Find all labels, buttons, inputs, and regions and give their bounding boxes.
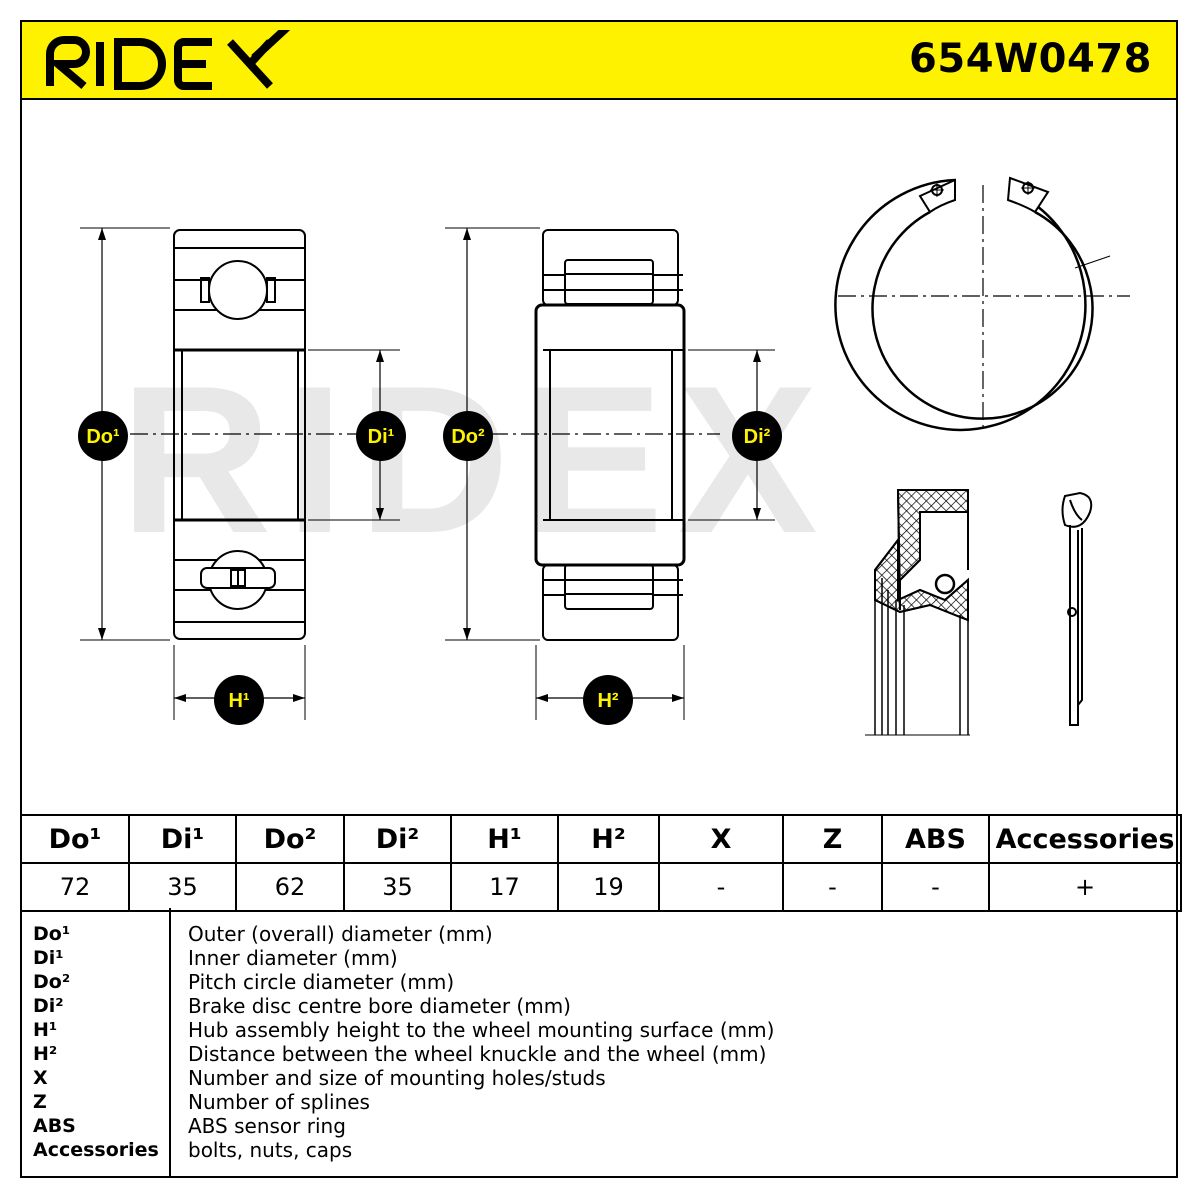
legend-desc: Outer (overall) diameter (mm) [188,922,493,946]
technical-drawing: RIDEX [78,176,1130,736]
legend-descriptions: Outer (overall) diameter (mm) Inner diam… [188,922,774,1162]
svg-text:Do¹: Do¹ [86,426,120,448]
legend-box: Do¹ Di¹ Do² Di² H¹ H² X Z ABS Accessorie… [20,908,1178,1178]
svg-text:Do²: Do² [451,426,485,448]
spec-value-cell: - [881,862,990,912]
legend-desc: Pitch circle diameter (mm) [188,970,455,994]
legend-abbreviations: Do¹ Di¹ Do² Di² H¹ H² X Z ABS Accessorie… [33,922,159,1162]
ball-bearing-section [173,229,306,640]
svg-text:H¹: H¹ [228,690,249,712]
badge-di2: Di² [732,411,782,461]
legend-desc: Number of splines [188,1090,370,1114]
spec-value-cell: 62 [235,862,345,912]
spec-header-cell: Di¹ [128,814,237,864]
spec-header-cell: X [658,814,784,864]
legend-abbr: ABS [33,1115,76,1137]
spec-header-cell: Do¹ [20,814,130,864]
header-bar: 654W0478 [20,20,1178,100]
spec-value-cell: 19 [557,862,660,912]
spec-header-cell: ABS [881,814,990,864]
legend-abbr: Do¹ [33,923,71,945]
circlip-drawing [834,176,1130,432]
legend-desc: bolts, nuts, caps [188,1138,353,1162]
legend-desc: Number and size of mounting holes/studs [188,1066,606,1090]
badge-h1: H¹ [214,675,264,725]
roller-bearing-section [534,229,686,641]
spec-header-cell: Do² [235,814,345,864]
legend-abbr: Z [33,1091,47,1113]
legend-divider [169,908,171,1176]
legend-abbr: H¹ [33,1019,58,1041]
legend-abbr: X [33,1067,48,1089]
spec-header-cell: Z [782,814,883,864]
spec-value-cell: 72 [20,862,130,912]
legend-desc: Hub assembly height to the wheel mountin… [188,1018,775,1042]
spec-value-row: 72 35 62 35 17 19 - - - + [20,862,1182,912]
legend-desc: Brake disc centre bore diameter (mm) [188,994,571,1018]
legend-desc: Inner diameter (mm) [188,946,398,970]
part-number: 654W0478 [909,36,1152,82]
spec-header-cell: H² [557,814,660,864]
badge-h2: H² [583,675,633,725]
badge-do1: Do¹ [78,411,128,461]
legend-abbr: Di² [33,995,64,1017]
legend-desc: Distance between the wheel knuckle and t… [188,1042,767,1066]
spec-value-cell: + [988,862,1182,912]
legend-abbr: Di¹ [33,947,64,969]
badge-do2: Do² [443,411,493,461]
spec-header-cell: Di² [343,814,452,864]
spec-value-cell: 35 [343,862,452,912]
badge-di1: Di¹ [356,411,406,461]
ridex-logo [46,30,291,90]
spec-header-cell: Accessories [988,814,1182,864]
cotter-pin-drawing [1061,491,1093,726]
spec-value-cell: 17 [450,862,559,912]
svg-text:Di²: Di² [744,426,771,448]
spec-header-row: Do¹ Di¹ Do² Di² H¹ H² X Z ABS Accessorie… [20,814,1182,864]
svg-text:Di¹: Di¹ [368,426,395,448]
spec-value-cell: 35 [128,862,237,912]
spec-value-cell: - [782,862,883,912]
svg-text:H²: H² [597,690,618,712]
spec-header-cell: H¹ [450,814,559,864]
legend-abbr: Do² [33,971,71,993]
spec-table: Do¹ Di¹ Do² Di² H¹ H² X Z ABS Accessorie… [20,814,1182,912]
spec-value-cell: - [658,862,784,912]
legend-desc: ABS sensor ring [188,1114,346,1138]
seal-section-drawing [865,489,970,736]
legend-abbr: Accessories [33,1139,159,1161]
legend-abbr: H² [33,1043,58,1065]
